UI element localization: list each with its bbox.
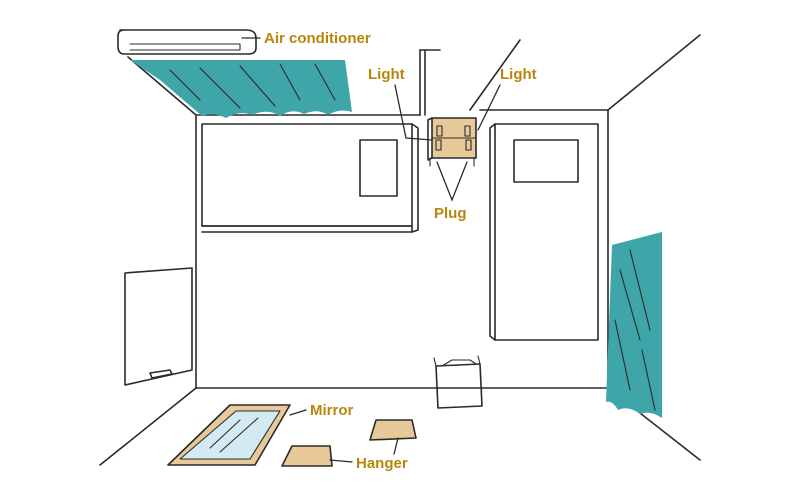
wall-panel-left <box>124 267 193 386</box>
labels: Air conditioner Light Light Plug Mirror … <box>264 30 537 472</box>
pillow-right <box>513 139 579 183</box>
curtain-top <box>130 60 352 118</box>
room-walls <box>99 34 701 466</box>
label-air-conditioner: Air conditioner <box>264 30 371 47</box>
label-mirror: Mirror <box>310 402 354 419</box>
bed-left <box>201 123 419 233</box>
pillow-left <box>359 139 398 197</box>
curtain-right <box>606 232 662 418</box>
label-plug: Plug <box>434 205 467 222</box>
trash-bin <box>433 355 483 409</box>
air-conditioner <box>117 29 257 55</box>
mirror <box>167 404 291 466</box>
light-fixture-left <box>435 125 443 151</box>
light-fixture-right <box>464 125 472 151</box>
bed-right <box>489 123 599 341</box>
hanger-left <box>281 445 333 467</box>
leader-lines <box>241 37 501 463</box>
hanger-right <box>369 419 417 441</box>
label-light-left: Light <box>368 66 405 83</box>
door-handle <box>149 369 173 379</box>
label-hanger: Hanger <box>356 455 408 472</box>
label-light-right: Light <box>500 66 537 83</box>
shelf-unit <box>427 117 477 167</box>
